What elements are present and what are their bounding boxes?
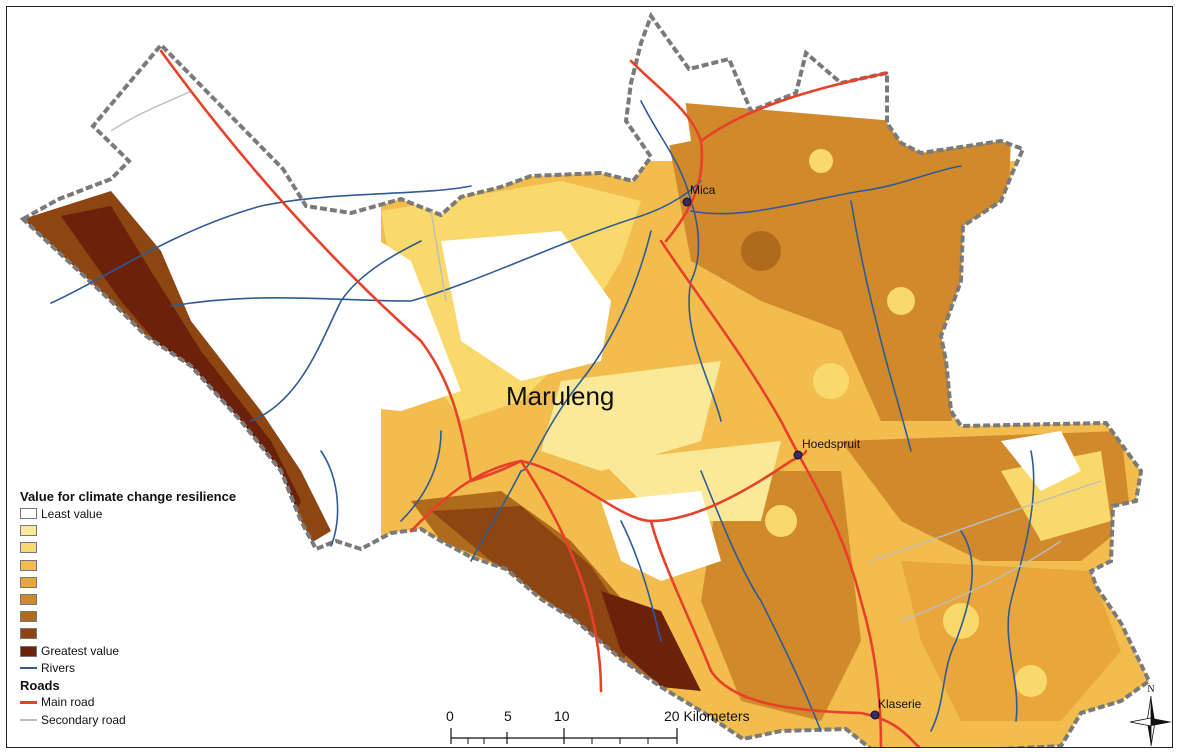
legend-class-row <box>20 608 300 625</box>
river-swatch <box>20 667 37 670</box>
main-road-line <box>699 71 889 143</box>
river-line <box>50 185 472 304</box>
river-line <box>400 430 442 522</box>
legend-title: Value for climate change resilience <box>20 489 237 504</box>
legend-class-swatch <box>20 611 37 623</box>
rivers-layer <box>50 100 1035 732</box>
legend-class-swatch <box>20 645 37 657</box>
legend-rivers-label: Rivers <box>41 661 76 676</box>
river-line <box>250 240 422 422</box>
legend-class-swatch <box>20 594 37 606</box>
main-road-line <box>659 239 883 747</box>
town-label: Hoedspruit <box>802 437 861 451</box>
town-point-marker <box>793 450 803 460</box>
region-label: Maruleng <box>506 381 614 411</box>
town-mica[interactable]: Mica <box>682 183 716 207</box>
legend-roads-title: Roads <box>20 677 60 693</box>
legend-class-row <box>20 591 300 608</box>
river-line <box>1007 450 1035 722</box>
legend-class-row <box>20 625 300 642</box>
river-line <box>700 470 822 732</box>
north-arrow: N <box>1128 682 1174 748</box>
town-hoedspruit[interactable]: Hoedspruit <box>793 437 861 460</box>
secondary-roads-layer <box>110 90 1102 622</box>
legend-class-swatch <box>20 628 37 640</box>
map-frame: Mica Hoedspruit Klaserie Maruleng <box>6 6 1173 748</box>
legend-secondary-road: Secondary road <box>20 711 300 728</box>
legend-class-row: Least value <box>20 505 300 522</box>
secondary-road-line <box>110 90 192 132</box>
legend-class-swatch <box>20 559 37 571</box>
town-markers: Mica Hoedspruit Klaserie <box>682 183 922 720</box>
scale-tick-label: 0 <box>446 708 454 724</box>
legend-main-road: Main road <box>20 694 300 711</box>
scale-tick-label: 20 Kilometers <box>664 708 750 724</box>
town-label: Mica <box>690 183 716 197</box>
scale-bar-graphic <box>450 728 678 744</box>
legend-class-label: Greatest value <box>41 644 120 659</box>
river-line <box>850 200 912 452</box>
legend-main-road-label: Main road <box>41 695 95 710</box>
legend-class-swatch <box>20 508 37 520</box>
river-line <box>690 165 962 215</box>
river-line <box>470 230 652 562</box>
legend-class-row <box>20 539 300 556</box>
legend-class-row <box>20 557 300 574</box>
main-road-swatch <box>20 700 37 704</box>
river-line <box>170 180 702 307</box>
town-point-marker <box>682 197 692 207</box>
legend-class-row <box>20 522 300 539</box>
main-road-line <box>409 449 808 533</box>
river-line <box>930 530 973 732</box>
river-line <box>620 520 662 642</box>
river-line <box>640 100 722 422</box>
legend-class-swatch <box>20 576 37 588</box>
scale-tick-label: 5 <box>504 708 512 724</box>
main-road-line <box>159 49 473 483</box>
main-road-line <box>649 519 921 747</box>
scale-bar: 0 5 10 20 Kilometers <box>420 708 780 748</box>
main-road-line <box>469 459 523 483</box>
legend-class-swatch <box>20 542 37 554</box>
secondary-road-line <box>870 480 1102 562</box>
legend-class-label: Least value <box>41 506 103 521</box>
legend-class-row: Greatest value <box>20 643 300 660</box>
legend-rivers: Rivers <box>20 660 300 677</box>
town-point-marker <box>870 710 880 720</box>
secondary-road-line <box>430 210 447 302</box>
scale-tick-label: 10 <box>554 708 570 724</box>
secondary-road-line <box>900 540 1062 622</box>
legend-class-swatch <box>20 525 37 537</box>
map-canvas[interactable]: Mica Hoedspruit Klaserie Maruleng <box>7 7 1173 748</box>
map-legend: Value for climate change resilience Leas… <box>20 488 300 728</box>
river-line <box>320 450 339 547</box>
town-label: Klaserie <box>878 697 922 711</box>
legend-secondary-road-label: Secondary road <box>41 712 126 727</box>
north-label: N <box>1147 684 1154 695</box>
main-roads-layer <box>159 49 921 747</box>
legend-class-row <box>20 574 300 591</box>
compass-rose-icon: N <box>1129 684 1172 747</box>
main-road-line <box>519 459 603 693</box>
secondary-road-swatch <box>20 718 37 721</box>
town-klaserie[interactable]: Klaserie <box>870 697 922 720</box>
